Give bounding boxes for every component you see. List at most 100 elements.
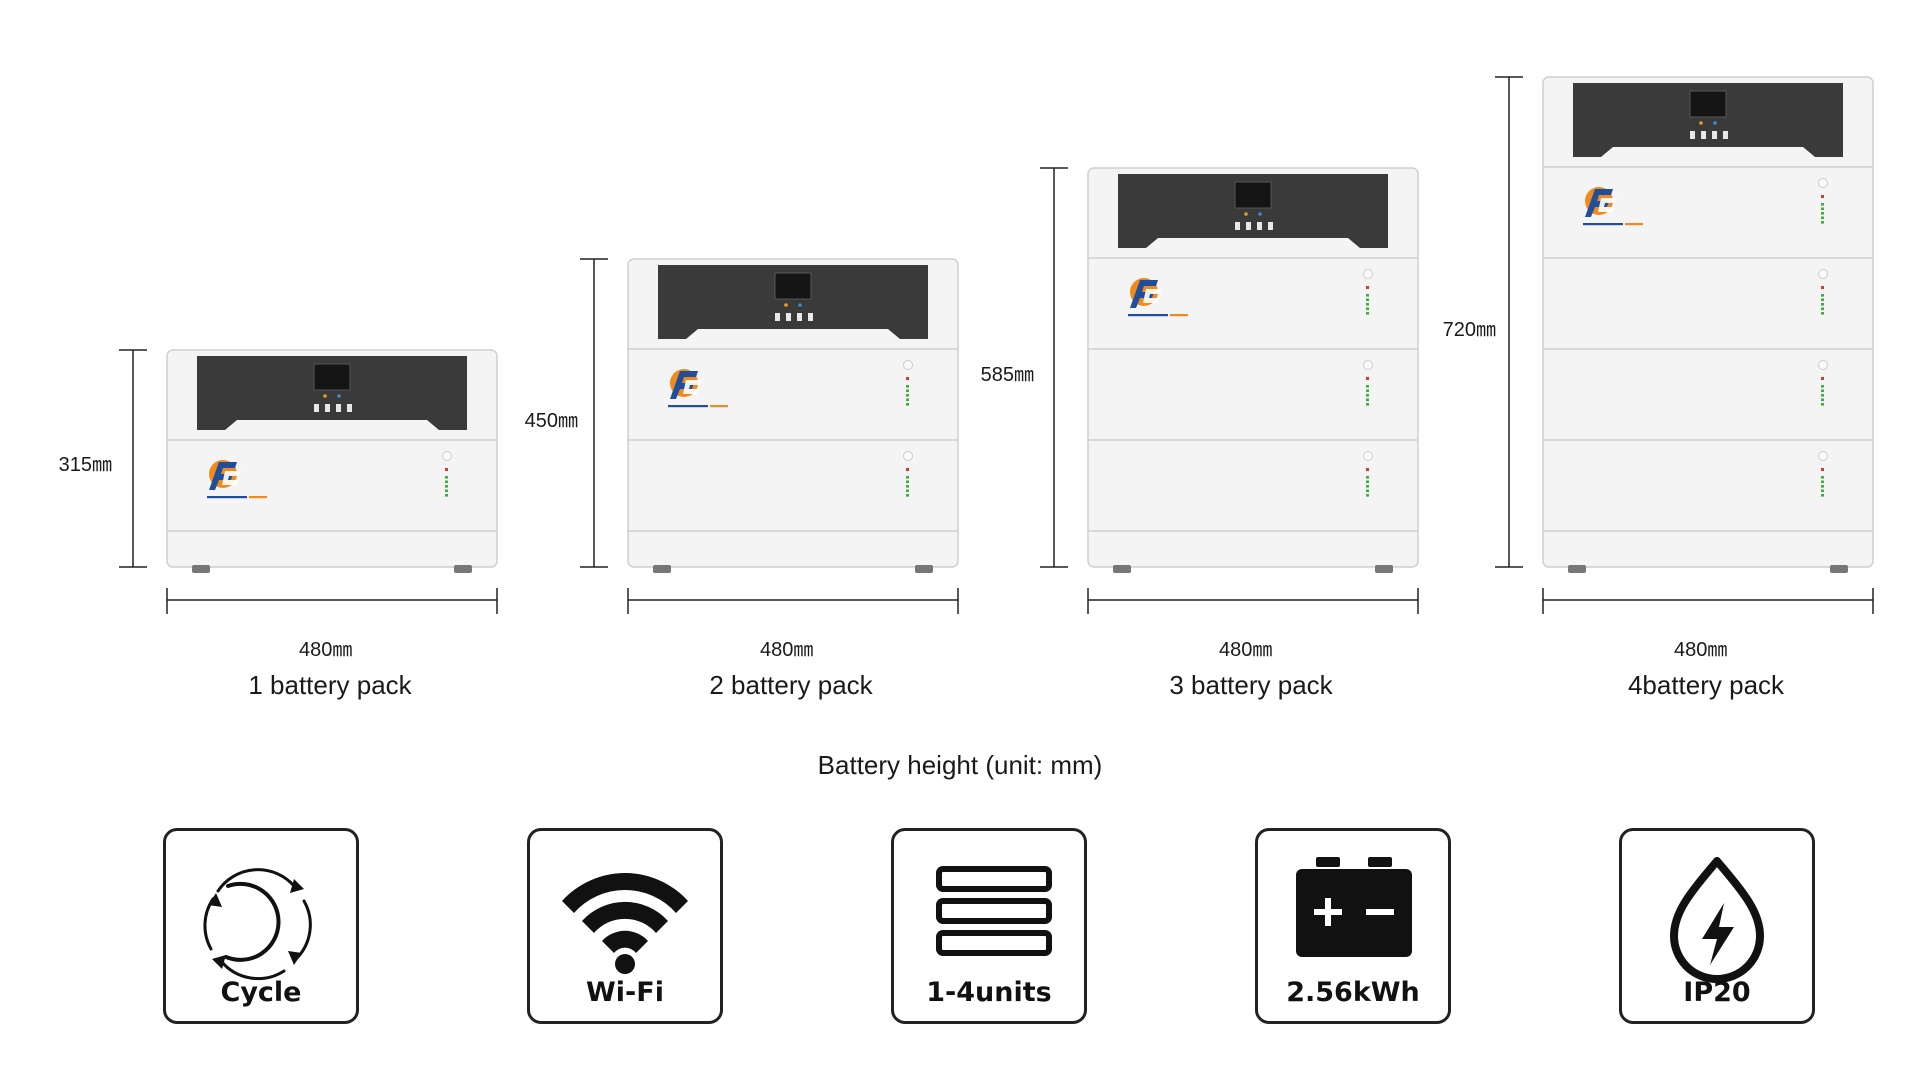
- power-button: [1818, 360, 1828, 370]
- display-screen: [313, 363, 351, 391]
- control-button: [314, 404, 319, 412]
- status-led: [1821, 494, 1824, 497]
- status-led: [1821, 389, 1824, 393]
- foot: [1375, 565, 1393, 573]
- status-led: [906, 485, 909, 488]
- feature-units: 1-4units: [891, 828, 1087, 1024]
- control-button: [325, 404, 330, 412]
- feature-ip-rating: IP20: [1619, 828, 1815, 1024]
- control-button: [1235, 222, 1240, 230]
- status-led: [1366, 480, 1369, 484]
- status-led: [1366, 494, 1369, 497]
- status-led: [906, 394, 909, 397]
- brand-wordmark: [1625, 223, 1643, 226]
- status-led: [1821, 294, 1824, 297]
- status-led: [1821, 398, 1824, 402]
- status-led: [445, 494, 448, 497]
- status-light: [1699, 121, 1703, 125]
- power-button: [1363, 269, 1373, 279]
- water-drop-bolt-icon: [1670, 857, 1764, 983]
- feature-capacity: 2.56kWh: [1255, 828, 1451, 1024]
- status-led: [1821, 307, 1824, 311]
- control-button: [808, 313, 813, 321]
- status-led: [1821, 480, 1824, 484]
- status-led: [1366, 398, 1369, 402]
- status-light: [1244, 212, 1248, 216]
- status-led: [1821, 216, 1824, 220]
- control-button: [786, 313, 791, 321]
- brand-logo-icon: [683, 380, 702, 394]
- control-button: [336, 404, 341, 412]
- status-led: [1366, 403, 1369, 406]
- control-button: [1690, 131, 1695, 139]
- brand-wordmark: [249, 496, 267, 499]
- width-label-4: 480㎜: [1674, 639, 1728, 661]
- battery-icon: [1296, 857, 1412, 957]
- chart-caption: Battery height (unit: mm): [817, 750, 1103, 780]
- status-led: [906, 476, 909, 479]
- foot: [1113, 565, 1131, 573]
- status-led: [906, 385, 909, 388]
- caption-1: 1 battery pack: [248, 670, 412, 700]
- brand-logo-icon: [1143, 289, 1162, 303]
- height-label-1: 315㎜: [58, 454, 112, 476]
- caption-2: 2 battery pack: [709, 670, 873, 700]
- status-led: [1366, 476, 1369, 479]
- feature-label-capacity: 2.56kWh: [1286, 977, 1420, 1008]
- status-led: [1366, 468, 1369, 471]
- inverter-panel: [1573, 83, 1843, 157]
- status-light: [798, 303, 802, 307]
- height-label-4: 720㎜: [1442, 319, 1496, 341]
- foot: [1568, 565, 1586, 573]
- status-led: [1821, 403, 1824, 406]
- battery-housing: [1542, 76, 1874, 568]
- brand-wordmark: [668, 405, 708, 408]
- status-led: [1821, 298, 1824, 302]
- status-led: [1821, 212, 1824, 215]
- status-led: [1821, 468, 1824, 471]
- control-button: [797, 313, 802, 321]
- status-led: [906, 389, 909, 393]
- brand-logo-icon: [222, 471, 241, 485]
- status-led: [445, 489, 448, 493]
- control-button: [1712, 131, 1717, 139]
- status-light: [323, 394, 327, 398]
- status-led: [1366, 485, 1369, 488]
- status-led: [1366, 385, 1369, 388]
- control-button: [1268, 222, 1273, 230]
- display-screen: [1689, 90, 1727, 118]
- brand-logo-icon: [209, 462, 237, 490]
- foot: [454, 565, 472, 573]
- caption-3: 3 battery pack: [1169, 670, 1333, 700]
- status-led: [906, 377, 909, 380]
- power-button: [1818, 269, 1828, 279]
- control-button: [1246, 222, 1251, 230]
- foot: [1830, 565, 1848, 573]
- status-led: [1366, 489, 1369, 493]
- status-led: [1821, 286, 1824, 289]
- width-label-3: 480㎜: [1219, 639, 1273, 661]
- stack-icon: [936, 866, 1052, 956]
- brand-logo-icon: [1585, 189, 1613, 217]
- status-led: [1366, 312, 1369, 315]
- status-light: [784, 303, 788, 307]
- status-led: [1366, 298, 1369, 302]
- inverter-panel: [197, 356, 467, 430]
- status-led: [1821, 203, 1824, 206]
- display-screen: [774, 272, 812, 300]
- status-led: [906, 398, 909, 402]
- height-label-3: 585㎜: [980, 364, 1034, 386]
- status-light: [337, 394, 341, 398]
- status-led: [1821, 476, 1824, 479]
- wifi-icon: [562, 873, 688, 974]
- status-led: [906, 494, 909, 497]
- battery-housing: [627, 258, 959, 568]
- power-button: [1818, 178, 1828, 188]
- status-led: [1821, 377, 1824, 380]
- feature-label-units: 1-4units: [926, 977, 1052, 1008]
- feature-wifi: Wi-Fi: [527, 828, 723, 1024]
- brand-wordmark: [710, 405, 728, 408]
- status-led: [1821, 221, 1824, 224]
- feature-label-cycle: Cycle: [220, 977, 302, 1008]
